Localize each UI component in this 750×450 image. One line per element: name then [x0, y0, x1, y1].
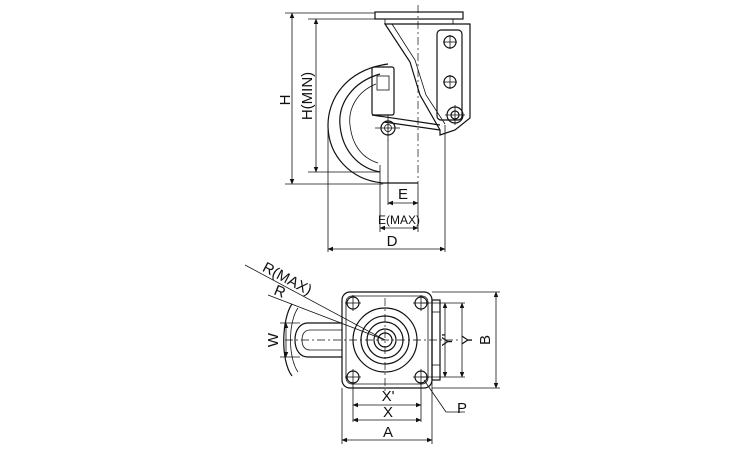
bolt-icon: [443, 35, 457, 49]
dim-b-label: B: [477, 335, 494, 345]
mounting-hole-icon: [345, 295, 361, 311]
dim-r-label: R: [271, 282, 288, 302]
dim-h-label: H: [277, 95, 294, 106]
dim-y-prime-label: Y': [439, 333, 456, 346]
bolt-icon: [443, 75, 457, 89]
mounting-plate: [374, 11, 464, 20]
dim-d-label: D: [387, 233, 398, 250]
dim-w-label: W: [265, 332, 282, 347]
dim-r-max-label: R(MAX): [260, 259, 315, 299]
dim-p-label: P: [457, 400, 467, 417]
wheel-tread: [294, 322, 342, 358]
side-view: H H(MIN) E E(MAX) D: [277, 5, 471, 252]
dim-e-max-label: E(MAX): [378, 213, 420, 227]
top-view: R(MAX) R W X' X A Y' Y B P: [244, 259, 500, 444]
axle-plate: [371, 66, 395, 116]
dim-a-label: A: [383, 424, 393, 441]
dim-y-label: Y: [459, 335, 476, 345]
dim-h-min-label: H(MIN): [299, 72, 316, 120]
dim-x-label: X: [383, 404, 393, 421]
axle-icon: [375, 115, 400, 141]
mounting-hole-icon: [345, 369, 361, 385]
dim-e-label: E: [398, 186, 408, 203]
wheel: [327, 63, 418, 184]
bolt-icon: [445, 105, 465, 125]
spring-arm: [436, 29, 463, 121]
dim-x-prime-label: X': [382, 388, 395, 405]
fork-bracket: [383, 23, 471, 136]
